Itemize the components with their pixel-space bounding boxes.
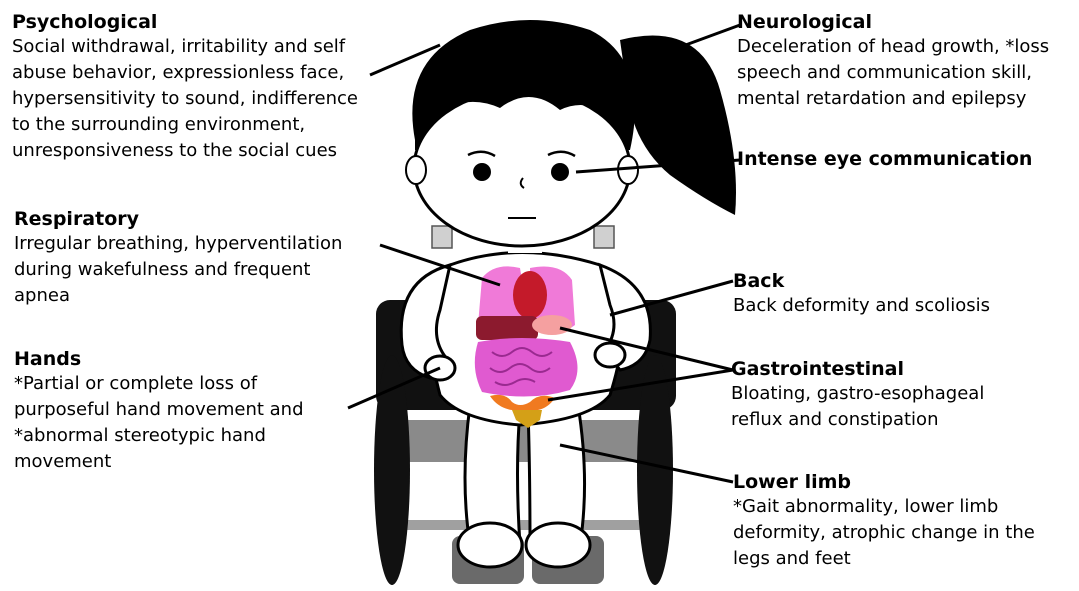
lowerlimb-block: Lower limb *Gait abnormality, lower limb… <box>733 470 1035 572</box>
wheelchair-seat <box>380 420 670 462</box>
psychological-title: Psychological <box>12 10 358 34</box>
psychological-line: unresponsiveness to the social cues <box>12 138 358 164</box>
psychological-line: hypersensitivity to sound, indifference <box>12 86 358 112</box>
respiratory-block: Respiratory Irregular breathing, hyperve… <box>14 207 342 309</box>
psychological-line: Social withdrawal, irritability and self <box>12 34 358 60</box>
ponytail <box>620 36 736 215</box>
heart <box>513 271 547 319</box>
eye-left <box>473 163 491 181</box>
wheelchair-base <box>400 520 650 530</box>
respiratory-title: Respiratory <box>14 207 342 231</box>
hands-block: Hands *Partial or complete loss of purpo… <box>14 347 304 475</box>
lowerlimb-title: Lower limb <box>733 470 1035 494</box>
hands-line: movement <box>14 449 304 475</box>
neurological-line: speech and communication skill, <box>737 60 1049 86</box>
psychological-line: to the surrounding environment, <box>12 112 358 138</box>
eye-block: Intense eye communication <box>737 147 1032 171</box>
neurological-line: Deceleration of head growth, *loss <box>737 34 1049 60</box>
back-block: Back Back deformity and scoliosis <box>733 269 990 319</box>
head <box>406 20 736 246</box>
leader-neurological <box>672 25 740 50</box>
back-title: Back <box>733 269 990 293</box>
wheelchair-handle-right <box>594 226 614 248</box>
hands-line: *abnormal stereotypic hand <box>14 423 304 449</box>
foot-right <box>526 523 590 567</box>
gastro-title: Gastrointestinal <box>731 357 984 381</box>
wheelchair-handle-left <box>432 226 452 248</box>
respiratory-line: Irregular breathing, hyperventilation <box>14 231 342 257</box>
lowerlimb-line: deformity, atrophic change in the <box>733 520 1035 546</box>
hands-line: purposeful hand movement and <box>14 397 304 423</box>
psychological-block: Psychological Social withdrawal, irritab… <box>12 10 358 164</box>
psychological-line: abuse behavior, expressionless face, <box>12 60 358 86</box>
respiratory-line: during wakefulness and frequent <box>14 257 342 283</box>
ear-left <box>406 156 426 184</box>
gastro-line: reflux and constipation <box>731 407 984 433</box>
intestines <box>475 338 578 397</box>
neurological-block: Neurological Deceleration of head growth… <box>737 10 1049 112</box>
wheelchair-wheel-right <box>637 355 673 585</box>
hands-line: *Partial or complete loss of <box>14 371 304 397</box>
eye-right <box>551 163 569 181</box>
liver <box>476 316 538 340</box>
back-line: Back deformity and scoliosis <box>733 293 990 319</box>
lowerlimb-line: *Gait abnormality, lower limb <box>733 494 1035 520</box>
stomach <box>532 315 572 335</box>
foot-left <box>458 523 522 567</box>
neurological-title: Neurological <box>737 10 1049 34</box>
hands-title: Hands <box>14 347 304 371</box>
eye-title: Intense eye communication <box>737 147 1032 171</box>
respiratory-line: apnea <box>14 283 342 309</box>
face <box>414 90 630 246</box>
lowerlimb-line: legs and feet <box>733 546 1035 572</box>
gastro-line: Bloating, gastro-esophageal <box>731 381 984 407</box>
gastro-block: Gastrointestinal Bloating, gastro-esopha… <box>731 357 984 433</box>
neurological-line: mental retardation and epilepsy <box>737 86 1049 112</box>
hand-right <box>595 343 625 367</box>
